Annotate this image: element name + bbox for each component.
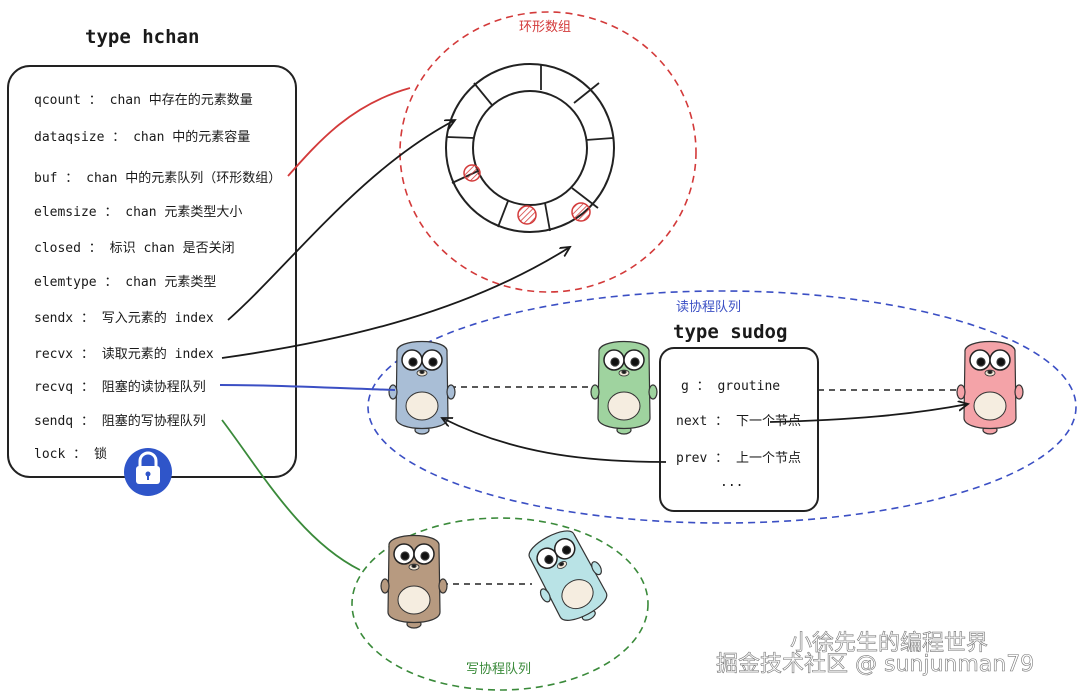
field-sendx: sendx ： 写入元素的 index [34, 310, 214, 326]
ring-element [463, 164, 481, 182]
recvx-arrow [221, 247, 570, 359]
send-queue-border [351, 517, 649, 691]
sudog-field-more: ... [720, 475, 743, 490]
prev-arrow [442, 418, 667, 463]
gopher-recv-2 [590, 340, 658, 435]
ring-element [571, 202, 591, 222]
lock-icon [124, 448, 172, 496]
sudog-field-next: next ： 下一个节点 [676, 414, 801, 429]
hchan-title: type hchan [85, 26, 199, 48]
sudog-field-prev: prev ： 上一个节点 [676, 451, 801, 466]
recv-queue-border [367, 290, 1077, 524]
buf-connector [287, 87, 411, 177]
sendq-connector [221, 419, 361, 571]
next-arrow [769, 404, 968, 423]
recv-queue-label: 读协程队列 [676, 300, 741, 315]
watermark-line-2: 掘金技术社区 @ sunjunman79 [716, 652, 1034, 677]
ring-element [517, 205, 537, 225]
field-closed: closed ： 标识 chan 是否关闭 [34, 241, 235, 256]
send-queue-label: 写协程队列 [466, 662, 531, 677]
gopher-send-2 [517, 520, 621, 636]
field-dataqsize: dataqsize ： chan 中的元素容量 [34, 129, 250, 145]
field-recvq: recvq ： 阻塞的读协程队列 [34, 379, 206, 395]
gopher-send-1 [380, 534, 448, 629]
ring-label: 环形数组 [519, 20, 571, 35]
ring-buffer [445, 63, 615, 233]
field-elemsize: elemsize ： chan 元素类型大小 [34, 205, 242, 220]
recvq-connector [219, 384, 396, 391]
field-buf: buf ： chan 中的元素队列（环形数组） [34, 170, 281, 186]
sendx-arrow [227, 120, 455, 321]
watermark-line-1: 小徐先生的编程世界 [790, 631, 988, 656]
sudog-field-g: g ： groutine [681, 379, 780, 394]
sudog-title: type sudog [673, 321, 787, 343]
gopher-recv-3 [956, 340, 1024, 435]
field-qcount: qcount ： chan 中存在的元素数量 [34, 92, 253, 108]
ring-group-border [399, 11, 697, 293]
sudog-box [659, 347, 819, 512]
field-sendq: sendq ： 阻塞的写协程队列 [34, 413, 206, 429]
field-elemtype: elemtype ： chan 元素类型 [34, 275, 216, 290]
field-lock: lock ： 锁 [34, 446, 107, 462]
field-recvx: recvx ： 读取元素的 index [34, 346, 214, 362]
